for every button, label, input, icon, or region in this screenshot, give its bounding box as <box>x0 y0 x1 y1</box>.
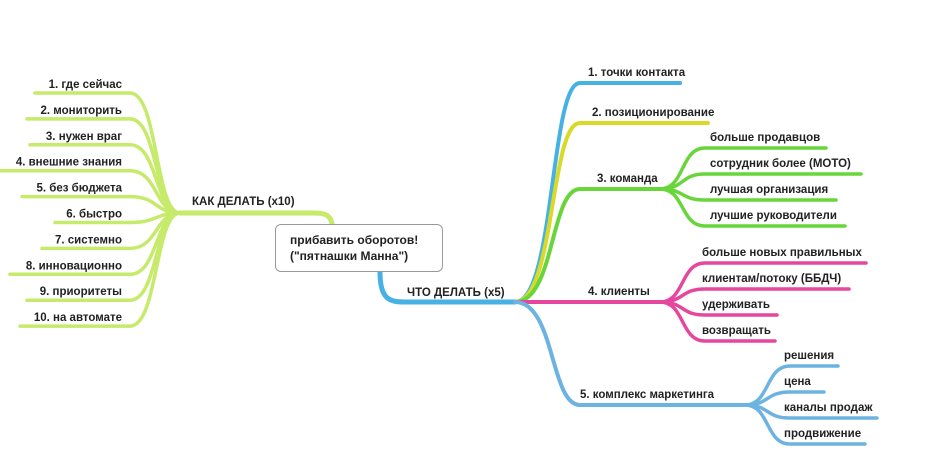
central-topic-line1: прибавить оборотов! <box>290 233 419 247</box>
central-topic-line2: ("пятнашки Манна") <box>290 249 409 263</box>
how-item[interactable]: 9. приоритеты <box>40 286 122 298</box>
what-subitem[interactable]: лучшие руководители <box>710 210 837 222</box>
how-item[interactable]: 5. без бюджета <box>36 183 122 195</box>
what-subitem[interactable]: решения <box>784 350 834 362</box>
central-topic[interactable]: прибавить оборотов! ("пятнашки Манна") <box>275 224 443 272</box>
what-branch-2-label[interactable]: 2. позиционирование <box>592 107 714 119</box>
what-subitem-line <box>658 187 847 228</box>
what-subitem[interactable]: каналы продаж <box>784 402 873 414</box>
what-branch-3-label[interactable]: 3. команда <box>597 173 658 185</box>
how-branch-label[interactable]: КАК ДЕЛАТЬ (x10) <box>192 196 295 208</box>
what-branch-2-line <box>513 121 710 304</box>
what-subitem[interactable]: лучшая организация <box>710 184 828 196</box>
how-item[interactable]: 1. где сейчас <box>49 79 123 91</box>
what-subitem[interactable]: продвижение <box>784 428 861 440</box>
what-subitem[interactable]: цена <box>784 376 811 388</box>
how-item[interactable]: 8. инновационно <box>26 260 122 272</box>
how-item[interactable]: 4. внешние знания <box>16 157 122 169</box>
what-branch-line <box>377 269 518 305</box>
what-subitem[interactable]: больше продавцов <box>710 132 820 144</box>
what-subitem[interactable]: возвращать <box>702 325 771 337</box>
what-subitem[interactable]: сотрудник более (МОТО) <box>710 158 851 170</box>
how-item[interactable]: 6. быстро <box>66 209 122 221</box>
what-branch-label[interactable]: ЧТО ДЕЛАТЬ (x5) <box>407 287 505 299</box>
what-subitem-line <box>743 403 867 446</box>
how-item[interactable]: 3. нужен враг <box>46 131 122 143</box>
what-branch-3-line <box>513 187 662 304</box>
how-item-line <box>18 211 182 328</box>
what-branch-5-label[interactable]: 5. комплекс маркетинга <box>580 389 715 401</box>
what-subitem[interactable]: больше новых правильных <box>702 247 862 259</box>
what-branch-5-line <box>513 300 747 407</box>
what-subitem-line <box>658 300 777 343</box>
how-item[interactable]: 2. мониторить <box>41 105 122 117</box>
what-subitem[interactable]: удерживать <box>702 299 770 311</box>
how-item[interactable]: 10. на автомате <box>34 312 122 324</box>
how-branch-line <box>177 210 335 227</box>
what-subitem[interactable]: клиентам/потоку (ББДЧ) <box>702 273 841 285</box>
what-branch-4-label[interactable]: 4. клиенты <box>588 286 650 298</box>
how-item[interactable]: 7. системно <box>55 234 122 246</box>
what-branch-1-label[interactable]: 1. точки контакта <box>588 67 686 79</box>
